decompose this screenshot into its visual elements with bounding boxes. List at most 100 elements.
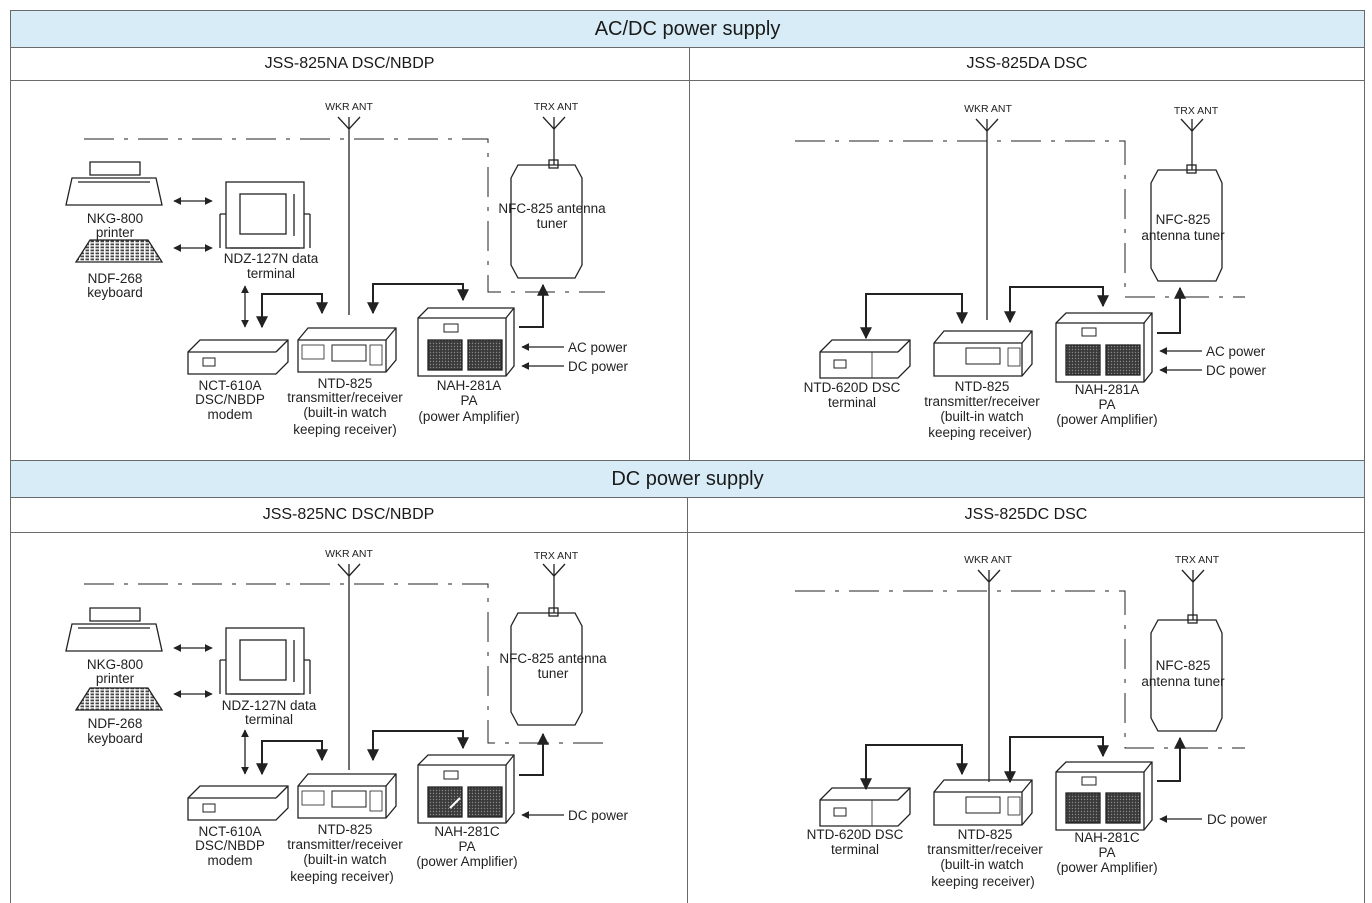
svg-text:NCT-610A: NCT-610A bbox=[198, 824, 261, 839]
svg-text:terminal: terminal bbox=[828, 395, 876, 410]
svg-text:(built-in watch: (built-in watch bbox=[940, 409, 1023, 424]
transceiver-icon bbox=[297, 327, 397, 373]
svg-text:NTD-620D DSC: NTD-620D DSC bbox=[807, 827, 904, 842]
trx-antenna-icon bbox=[1181, 569, 1205, 620]
svg-text:(built-in watch: (built-in watch bbox=[303, 405, 386, 420]
svg-text:NFC-825: NFC-825 bbox=[1156, 658, 1211, 673]
svg-text:terminal: terminal bbox=[245, 712, 293, 727]
svg-text:NTD-825: NTD-825 bbox=[955, 379, 1010, 394]
column-divider-bottom bbox=[687, 498, 688, 903]
svg-text:NTD-620D DSC: NTD-620D DSC bbox=[804, 380, 901, 395]
panel-title-825da: JSS-825DA DSC bbox=[966, 55, 1088, 72]
power-amplifier-icon bbox=[417, 754, 515, 824]
power-amplifier-icon bbox=[1055, 312, 1153, 383]
svg-text:WKR ANT: WKR ANT bbox=[964, 103, 1012, 115]
section-title-acdc: AC/DC power supply bbox=[10, 10, 1365, 48]
transceiver-icon bbox=[933, 330, 1033, 377]
svg-text:keeping receiver): keeping receiver) bbox=[928, 425, 1032, 440]
antenna-tuner-icon bbox=[510, 159, 583, 279]
svg-text:WKR ANT: WKR ANT bbox=[964, 554, 1012, 566]
wkr-antenna-icon bbox=[337, 116, 361, 315]
svg-text:TRX ANT: TRX ANT bbox=[1174, 105, 1219, 117]
column-divider-top bbox=[689, 47, 690, 460]
printer-icon bbox=[65, 161, 163, 206]
panel-825dc-diagram bbox=[795, 569, 1245, 831]
svg-text:printer: printer bbox=[96, 225, 135, 240]
trx-antenna-icon bbox=[542, 116, 566, 165]
svg-text:NTD-825: NTD-825 bbox=[318, 376, 373, 391]
svg-text:keeping receiver): keeping receiver) bbox=[290, 869, 394, 884]
keyboard-icon bbox=[74, 239, 164, 263]
dsc-terminal-icon bbox=[819, 339, 911, 379]
svg-text:PA: PA bbox=[1098, 397, 1115, 412]
svg-text:(power Amplifier): (power Amplifier) bbox=[418, 409, 519, 424]
svg-text:DC power: DC power bbox=[1207, 812, 1268, 827]
svg-text:DC power: DC power bbox=[1206, 363, 1267, 378]
svg-text:tuner: tuner bbox=[537, 216, 568, 231]
svg-text:NDZ-127N data: NDZ-127N data bbox=[224, 251, 319, 266]
panel-825na-labels: WKR ANT TRX ANT NKG-800 printer NDF-268 … bbox=[87, 101, 629, 437]
dsc-terminal-icon bbox=[819, 787, 911, 827]
svg-text:tuner: tuner bbox=[538, 666, 569, 681]
svg-text:PA: PA bbox=[460, 393, 477, 408]
svg-text:antenna tuner: antenna tuner bbox=[1141, 674, 1225, 689]
keyboard-icon bbox=[74, 687, 164, 711]
svg-text:DC power: DC power bbox=[568, 808, 629, 823]
data-terminal-icon bbox=[219, 181, 311, 249]
svg-text:transmitter/receiver: transmitter/receiver bbox=[927, 842, 1043, 857]
power-amplifier-icon bbox=[417, 307, 515, 377]
svg-text:NTD-825: NTD-825 bbox=[318, 822, 373, 837]
svg-text:AC power: AC power bbox=[1206, 344, 1266, 359]
row-divider-top bbox=[10, 80, 1365, 81]
svg-text:NFC-825 antenna: NFC-825 antenna bbox=[499, 651, 607, 666]
panel-825da-labels: WKR ANT TRX ANT NFC-825 antenna tuner NT… bbox=[804, 103, 1267, 440]
svg-text:DSC/NBDP: DSC/NBDP bbox=[195, 392, 265, 407]
svg-text:NCT-610A: NCT-610A bbox=[198, 378, 261, 393]
svg-text:NAH-281C: NAH-281C bbox=[1074, 830, 1140, 845]
svg-text:TRX ANT: TRX ANT bbox=[1175, 554, 1220, 566]
panel-825nc-labels: WKR ANT TRX ANT NKG-800 printer NDF-268 … bbox=[87, 548, 629, 884]
svg-text:keeping receiver): keeping receiver) bbox=[293, 422, 397, 437]
data-terminal-icon bbox=[219, 627, 311, 695]
svg-text:NKG-800: NKG-800 bbox=[87, 211, 143, 226]
panel-825na-diagram bbox=[65, 116, 605, 377]
trx-antenna-icon bbox=[542, 563, 566, 613]
svg-text:transmitter/receiver: transmitter/receiver bbox=[924, 394, 1040, 409]
svg-text:NDZ-127N data: NDZ-127N data bbox=[222, 698, 317, 713]
printer-icon bbox=[65, 607, 163, 652]
svg-text:NFC-825: NFC-825 bbox=[1156, 212, 1211, 227]
svg-text:(power Amplifier): (power Amplifier) bbox=[1056, 412, 1157, 427]
svg-text:(built-in watch: (built-in watch bbox=[303, 852, 386, 867]
panel-825nc-diagram bbox=[65, 563, 605, 824]
svg-text:keyboard: keyboard bbox=[87, 285, 143, 300]
transceiver-icon bbox=[933, 779, 1033, 826]
panel-title-825dc: JSS-825DC DSC bbox=[964, 506, 1088, 523]
svg-text:NTD-825: NTD-825 bbox=[958, 827, 1013, 842]
svg-text:NKG-800: NKG-800 bbox=[87, 657, 143, 672]
svg-text:NAH-281A: NAH-281A bbox=[1075, 382, 1140, 397]
svg-text:modem: modem bbox=[207, 407, 252, 422]
section-title-dc: DC power supply bbox=[10, 460, 1365, 498]
svg-text:terminal: terminal bbox=[831, 842, 879, 857]
svg-text:keyboard: keyboard bbox=[87, 731, 143, 746]
svg-text:NDF-268: NDF-268 bbox=[88, 271, 143, 286]
svg-text:TRX ANT: TRX ANT bbox=[534, 550, 579, 562]
panel-825da-diagram bbox=[795, 118, 1245, 383]
svg-text:NAH-281C: NAH-281C bbox=[434, 824, 500, 839]
svg-text:NAH-281A: NAH-281A bbox=[437, 378, 502, 393]
svg-text:PA: PA bbox=[458, 839, 475, 854]
svg-text:(built-in watch: (built-in watch bbox=[940, 857, 1023, 872]
svg-text:NDF-268: NDF-268 bbox=[88, 716, 143, 731]
svg-text:antenna tuner: antenna tuner bbox=[1141, 228, 1225, 243]
svg-text:PA: PA bbox=[1098, 845, 1115, 860]
svg-text:(power Amplifier): (power Amplifier) bbox=[416, 854, 517, 869]
transceiver-icon bbox=[297, 773, 397, 819]
wkr-antenna-icon bbox=[337, 563, 361, 770]
panel-title-825nc: JSS-825NC DSC/NBDP bbox=[262, 506, 435, 523]
modem-icon bbox=[187, 339, 289, 375]
trx-antenna-icon bbox=[1180, 118, 1204, 170]
svg-text:AC power: AC power bbox=[568, 340, 628, 355]
svg-text:modem: modem bbox=[207, 853, 252, 868]
svg-text:printer: printer bbox=[96, 671, 135, 686]
